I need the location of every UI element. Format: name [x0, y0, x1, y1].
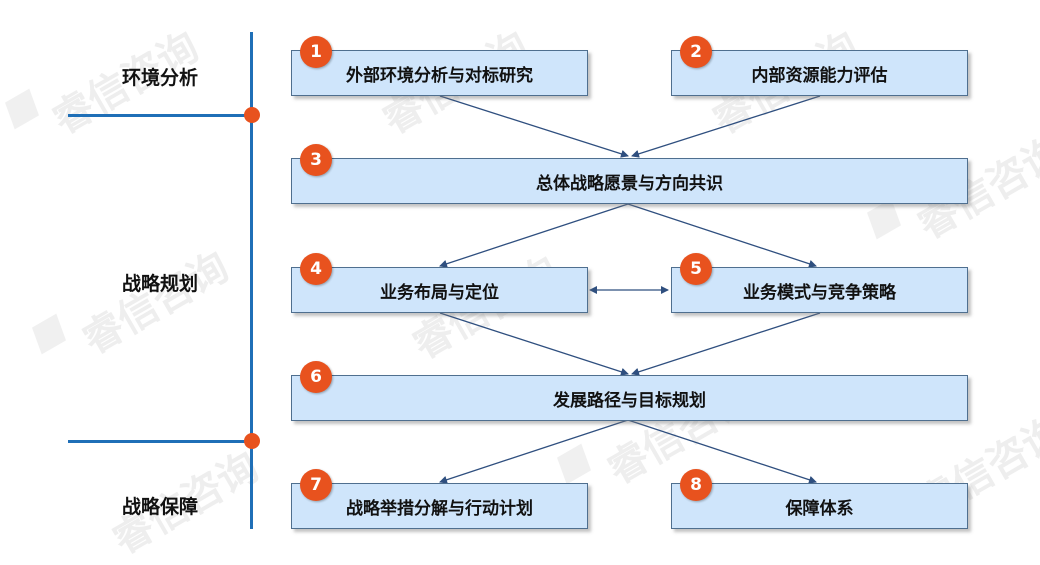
step-label: 保障体系	[785, 498, 854, 519]
step-label: 战略举措分解与行动计划	[346, 498, 533, 519]
arrow-2-to-3	[631, 95, 821, 158]
step-box-8: 保障体系	[671, 483, 968, 529]
step-box-2: 内部资源能力评估	[671, 50, 968, 96]
step-label: 业务模式与竞争策略	[743, 282, 896, 303]
step-box-3: 总体战略愿景与方向共识	[291, 158, 968, 204]
step-label: 发展路径与目标规划	[553, 390, 706, 411]
phase-divider	[68, 440, 248, 443]
phase-node-dot	[244, 107, 260, 123]
arrow-3-to-5	[627, 203, 817, 268]
step-number-badge: 3	[300, 144, 332, 176]
phase-divider	[68, 114, 248, 117]
step-box-5: 业务模式与竞争策略	[671, 267, 968, 313]
step-label: 业务布局与定位	[380, 282, 499, 303]
step-label: 内部资源能力评估	[751, 65, 888, 86]
step-number-badge: 5	[680, 253, 712, 285]
step-number-badge: 7	[300, 469, 332, 501]
arrow-4-to-6	[439, 312, 629, 376]
step-box-1: 外部环境分析与对标研究	[291, 50, 588, 96]
arrow-6-to-8	[627, 419, 817, 484]
step-number-badge: 1	[300, 36, 332, 68]
phase-node-dot	[244, 433, 260, 449]
phase-label-planning: 战略规划	[121, 273, 198, 295]
arrow-3-to-4	[439, 203, 629, 268]
phase-label-assurance: 战略保障	[121, 496, 198, 518]
step-label: 总体战略愿景与方向共识	[536, 173, 723, 194]
step-number-badge: 6	[300, 361, 332, 393]
arrow-1-to-3	[439, 95, 629, 158]
arrow-5-to-6	[631, 312, 821, 376]
phase-label-environment: 环境分析	[121, 67, 198, 89]
step-number-badge: 8	[680, 469, 712, 501]
step-box-6: 发展路径与目标规划	[291, 375, 968, 421]
step-box-7: 战略举措分解与行动计划	[291, 483, 588, 529]
step-number-badge: 2	[680, 36, 712, 68]
timeline-axis	[250, 32, 253, 529]
arrow-6-to-7	[439, 419, 629, 484]
step-label: 外部环境分析与对标研究	[346, 65, 533, 86]
step-number-badge: 4	[300, 253, 332, 285]
step-box-4: 业务布局与定位	[291, 267, 588, 313]
